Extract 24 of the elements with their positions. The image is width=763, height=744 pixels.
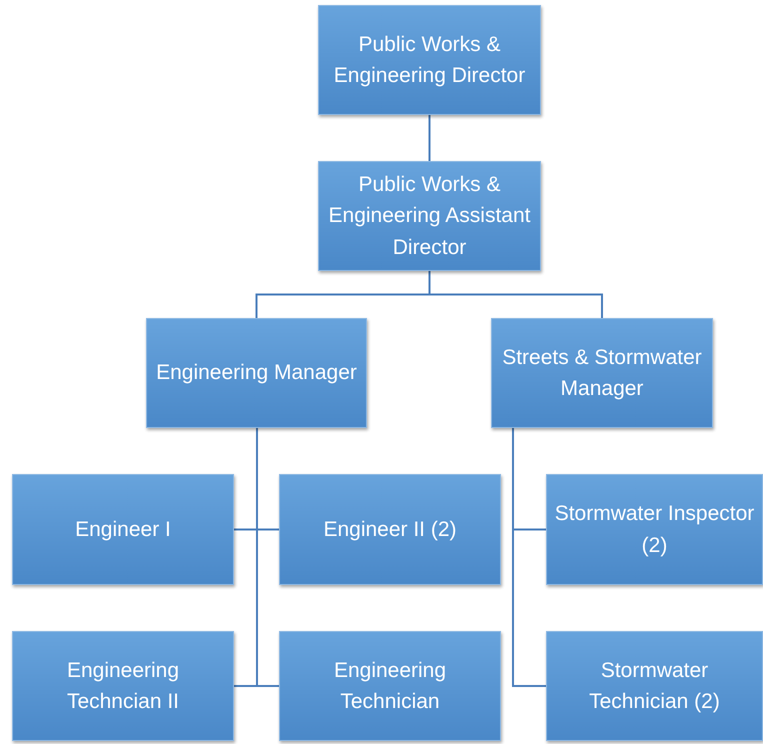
job-title: Engineer I [74, 516, 172, 543]
position-box [546, 631, 763, 741]
position-box [318, 5, 541, 115]
position-box [12, 474, 234, 585]
job-title: Engineering Manager [155, 360, 358, 386]
position-box [146, 318, 367, 428]
connector-line [428, 115, 430, 161]
job-title: Stormwater Inspector (2) [554, 501, 756, 558]
position-box [546, 474, 763, 585]
job-title: Public Works & Engineering Assistant Director [328, 172, 532, 261]
position-box [279, 631, 501, 741]
job-title: Engineering Techncian II [66, 658, 180, 715]
job-title: Public Works & Engineering Director [332, 32, 526, 89]
position-box [279, 474, 501, 585]
connector-line [428, 271, 603, 318]
job-title: Streets & Stormwater Manager [501, 344, 703, 402]
connector-line [256, 428, 279, 687]
position-box [12, 631, 234, 741]
job-title: Engineering Technician [332, 658, 448, 715]
job-title: Engineer II (2) [322, 516, 458, 543]
position-box [491, 318, 713, 428]
position-box [318, 161, 541, 271]
job-title: Stormwater Technician (2) [588, 658, 721, 715]
connector-line [512, 428, 546, 687]
